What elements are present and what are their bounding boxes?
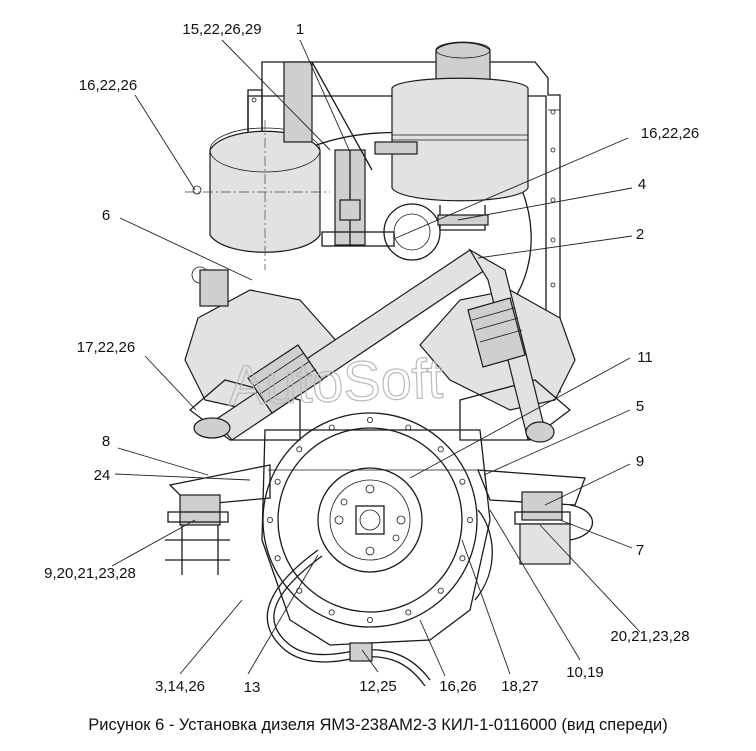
- figure-caption: Рисунок 6 - Установка дизеля ЯМЗ-238АМ2-…: [88, 716, 668, 734]
- crankshaft-pulley: [262, 412, 478, 628]
- callout-9-right: 9: [636, 453, 644, 470]
- callout-6: 6: [102, 207, 110, 224]
- callout-12-25: 12,25: [359, 678, 397, 695]
- pulley-bolt: [466, 517, 473, 524]
- hoses: [266, 509, 493, 687]
- right-bellows: [467, 297, 526, 368]
- callout-16-22-26-left: 16,22,26: [79, 77, 137, 94]
- pulley-bolt: [459, 555, 466, 562]
- pulley-bolt: [328, 609, 335, 616]
- callout-7: 7: [636, 542, 644, 559]
- callout-17-22-26: 17,22,26: [77, 339, 135, 356]
- left-air-filter: [185, 61, 330, 270]
- pulley-bolt: [274, 478, 281, 485]
- callout-10-19: 10,19: [566, 664, 604, 681]
- callout-11: 11: [637, 349, 653, 366]
- callout-5: 5: [636, 398, 644, 415]
- callout-20-21-23-28: 20,21,23,28: [610, 628, 689, 645]
- callout-1: 1: [296, 21, 304, 38]
- callout-labels: 15,22,26,29 1 16,22,26 16,22,26 4 6 2 17…: [44, 21, 699, 696]
- pulley-bolt: [266, 517, 273, 524]
- pulley-bolt: [274, 555, 281, 562]
- left-bellows: [247, 344, 323, 414]
- callout-9-20-21-23-28: 9,20,21,23,28: [44, 565, 136, 582]
- watermark-text: AutoSoft: [227, 346, 444, 416]
- callout-3-14-26: 3,14,26: [155, 678, 205, 695]
- callout-24: 24: [94, 467, 111, 484]
- center-support-post: [311, 61, 395, 247]
- callout-16-26: 16,26: [439, 678, 477, 695]
- engine-front-cover: [261, 429, 491, 646]
- intake-pipes: [193, 248, 555, 443]
- right-engine-mount: [477, 469, 594, 565]
- leader-lines: [111, 39, 641, 677]
- pulley-bolt: [296, 446, 303, 453]
- bolt-circle: [266, 416, 473, 624]
- callout-18-27: 18,27: [501, 678, 539, 695]
- right-air-cleaner: [374, 41, 529, 231]
- pulley-bolt: [328, 424, 335, 431]
- callout-13: 13: [244, 679, 261, 696]
- pulley-bolt: [405, 609, 412, 616]
- pulley-bolt: [366, 416, 373, 423]
- callout-15-22-26-29: 15,22,26,29: [182, 21, 261, 38]
- callout-16-22-26-right: 16,22,26: [641, 125, 699, 142]
- pulley-bolt: [366, 617, 373, 624]
- callout-4: 4: [638, 176, 646, 193]
- pulley-bolt: [437, 446, 444, 453]
- left-engine-mount: [165, 464, 271, 575]
- pulley-bolt: [405, 424, 412, 431]
- pulley-bolt: [437, 587, 444, 594]
- callout-8: 8: [102, 433, 110, 450]
- pulley-bolt: [459, 478, 466, 485]
- callout-2: 2: [636, 226, 644, 243]
